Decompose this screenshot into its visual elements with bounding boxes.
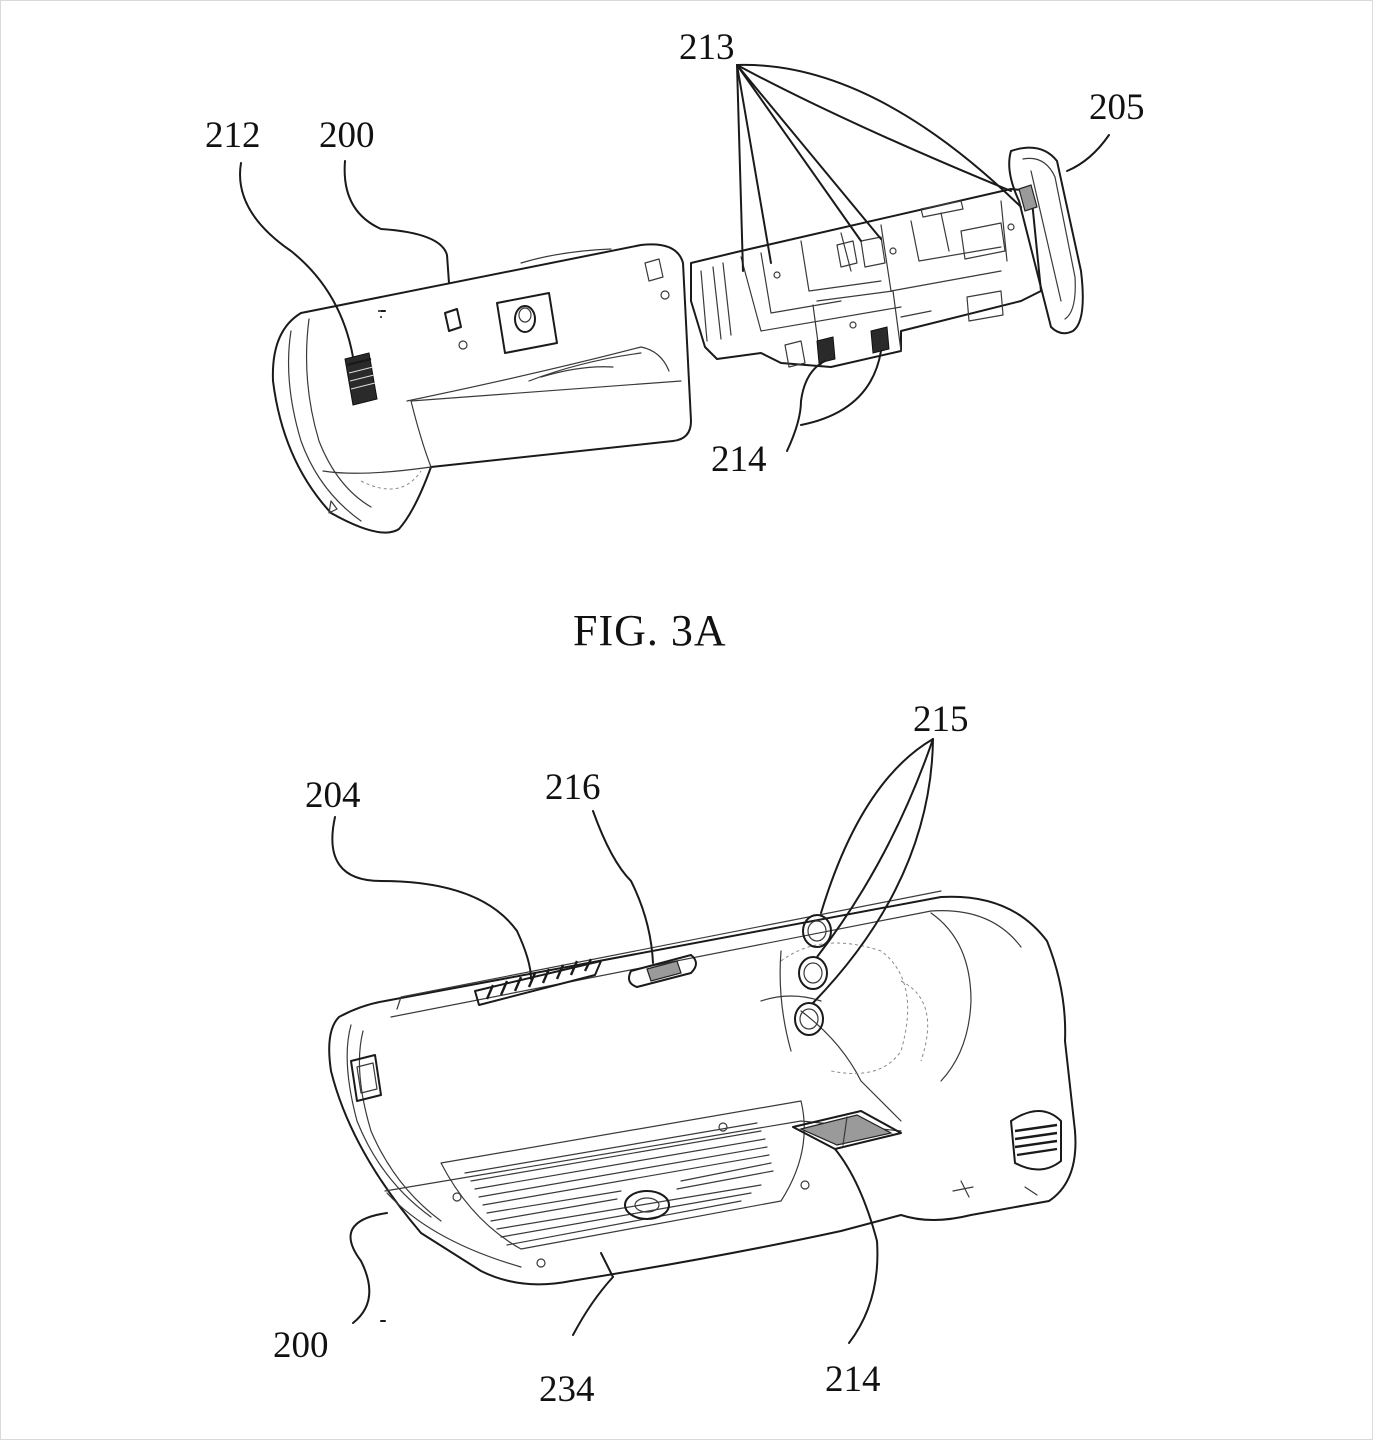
ref-label-212: 212 [205, 115, 261, 156]
grip-body-top-view [271, 243, 692, 534]
figure-caption-3a: FIG. 3A [573, 606, 727, 655]
fig-3b-drawing: 204 216 215 200 234 214 [273, 310, 1077, 1410]
fig-3a-drawing: 212 200 213 205 214 FIG. 3A [205, 27, 1145, 655]
fig-3a-leader-lines [239, 63, 1110, 452]
ref-label-214-bottom: 214 [825, 1359, 881, 1400]
battery-tray [690, 188, 1042, 368]
ref-label-215: 215 [913, 699, 969, 740]
grip-body-bottom-view [328, 310, 1077, 1322]
ref-label-200-bottom: 200 [273, 1325, 329, 1366]
ref-label-213: 213 [679, 27, 735, 68]
ref-label-214-top: 214 [711, 439, 767, 480]
ref-label-200-top: 200 [319, 115, 375, 156]
ref-label-204: 204 [305, 775, 361, 816]
ref-label-216: 216 [545, 767, 601, 808]
fig-3b-leader-lines [331, 738, 934, 1344]
ref-label-234: 234 [539, 1369, 595, 1410]
ref-label-205: 205 [1089, 87, 1145, 128]
tray-end-cap [1008, 146, 1084, 335]
